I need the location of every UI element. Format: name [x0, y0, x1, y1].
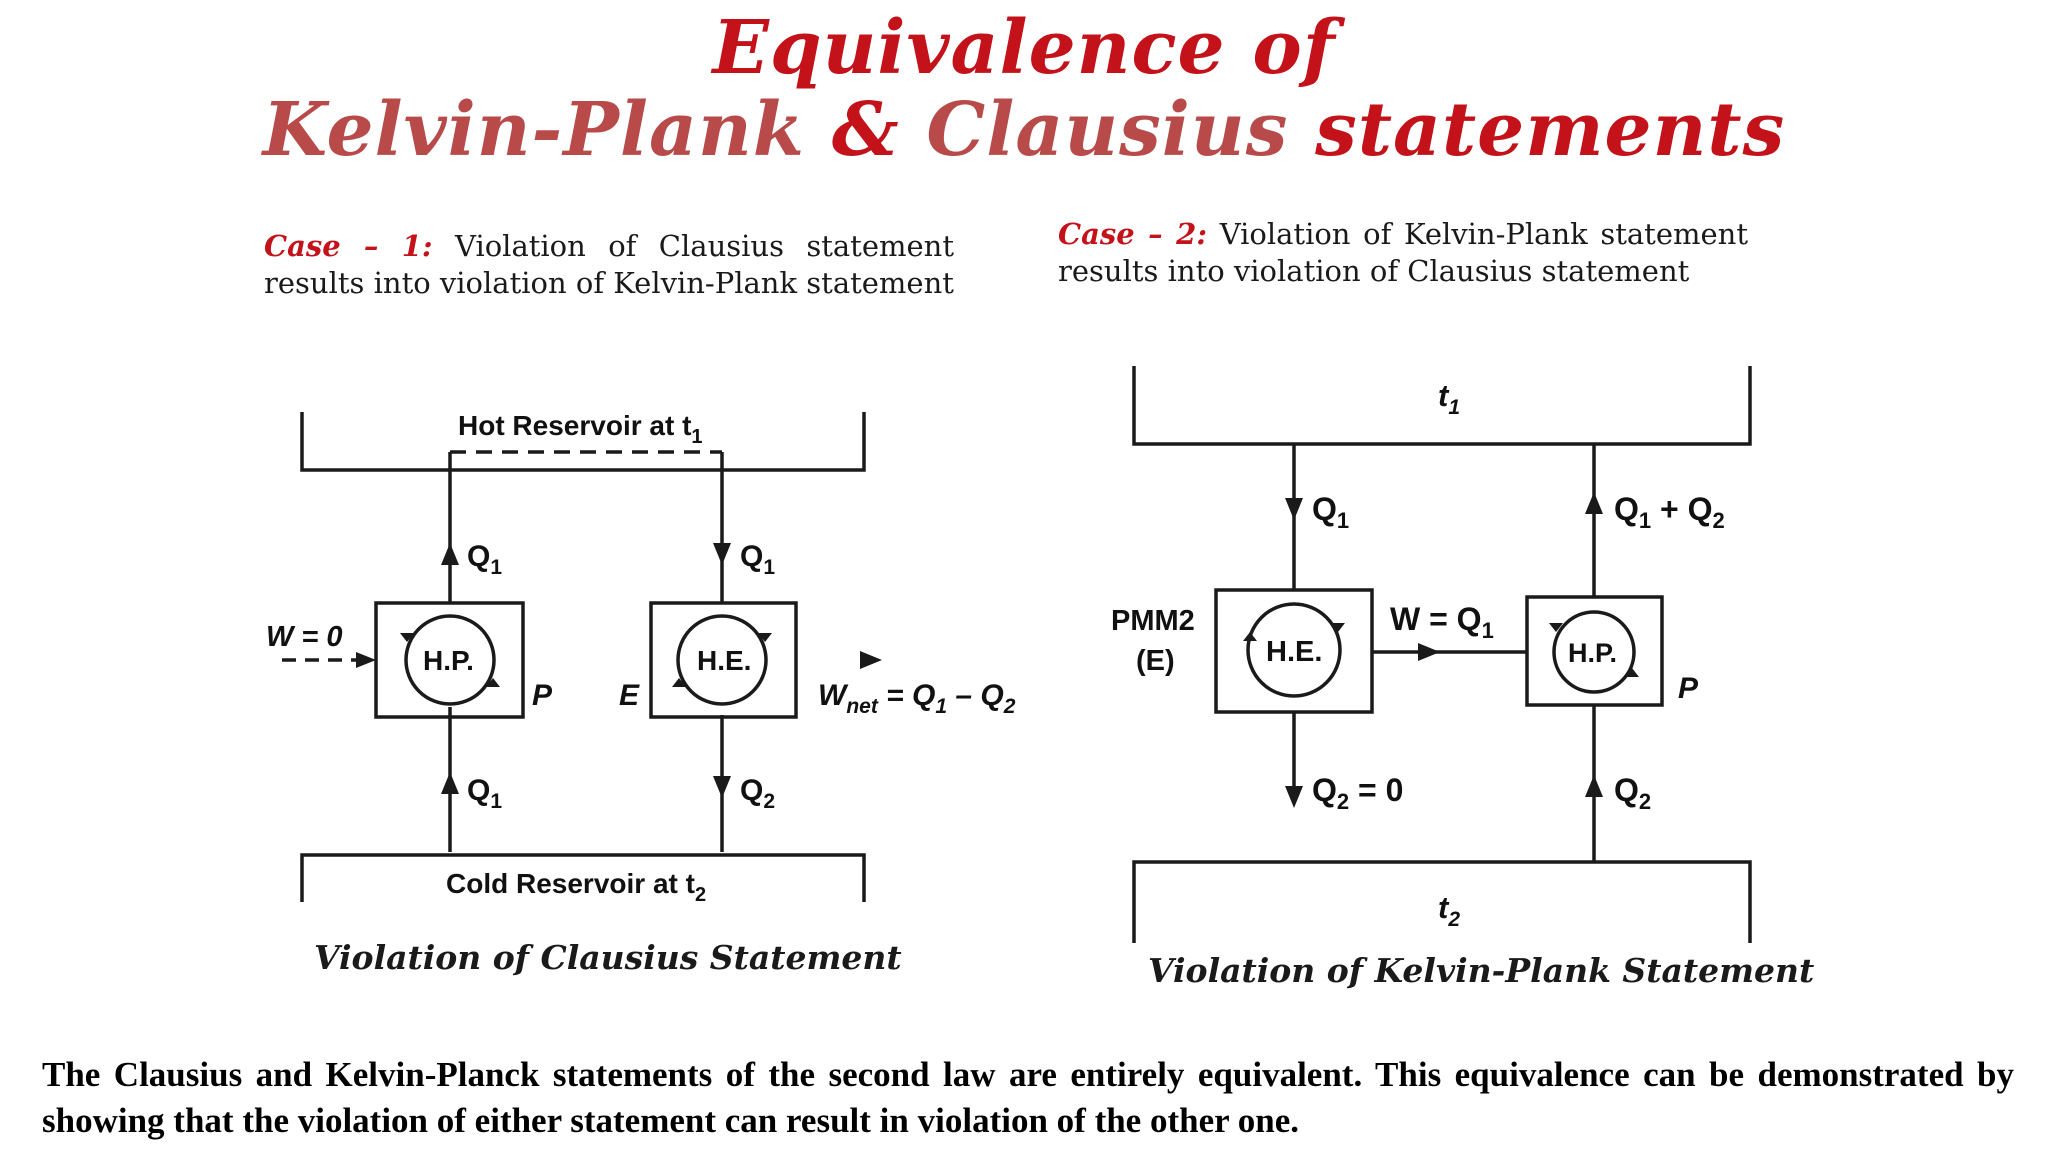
diagrams: Hot Reservoir at t1 Cold Reservoir at t2… [266, 366, 1814, 990]
work-input-label: W = 0 [266, 621, 343, 653]
t2-label: t2 [1438, 890, 1460, 931]
title-ampersand: & [831, 87, 900, 173]
hp-q1-plus-q2-label: Q1 + Q2 [1614, 491, 1725, 533]
diagram-kelvin-plank-violation [1132, 366, 1752, 943]
diagram-2-arrowheads [1243, 492, 1639, 808]
diagram-2-caption: Violation of Kelvin-Plank Statement [1148, 951, 1814, 990]
hp-2-p-label: P [1678, 672, 1699, 705]
he-q2-zero-label: Q2 = 0 [1312, 772, 1403, 814]
t2-reservoir [1132, 860, 1752, 943]
he-q2-label: Q2 [740, 774, 775, 813]
hot-reservoir-label: Hot Reservoir at t1 [458, 410, 703, 448]
heat-engine-label: H.E. [697, 645, 751, 676]
t1-label: t1 [1438, 378, 1460, 419]
case-1-text: Violation of Clausius statement results … [264, 229, 954, 300]
work-equals-q1-label: W = Q1 [1390, 601, 1494, 643]
hp-q1-bottom-label: Q1 [467, 774, 502, 813]
case-2-description: Case – 2: Violation of Kelvin-Plank stat… [1058, 216, 1748, 290]
heat-pump-2-cycle-icon [1552, 610, 1636, 694]
title-kelvin-plank: Kelvin-Plank [262, 87, 806, 173]
pmm2-cycle-icon [1246, 602, 1342, 698]
hp-2-label: H.P. [1568, 638, 1617, 668]
pmm2-e-label: (E) [1136, 645, 1175, 677]
hp-q2-label: Q2 [1614, 772, 1651, 814]
case-1-description: Case – 1: Violation of Clausius statemen… [264, 228, 954, 302]
title-line-1: Equivalence of [712, 5, 1336, 91]
heat-pump-cycle-icon [404, 614, 496, 706]
diagram-1-caption: Violation of Clausius Statement [314, 938, 902, 977]
diagram-clausius-violation [282, 412, 866, 902]
title-line-2: Kelvin-Plank & Clausius statements [0, 88, 2048, 172]
he-q1-label: Q1 [1312, 491, 1349, 533]
hp-q1-top-label: Q1 [467, 540, 502, 579]
cold-reservoir [300, 853, 866, 902]
case-2-label: Case – 2: [1058, 217, 1208, 251]
heat-pump-label: H.P. [423, 645, 474, 676]
pump-p-label: P [532, 679, 553, 712]
diagram-1-arrowheads [356, 543, 882, 798]
title-clausius: Clausius [926, 87, 1289, 173]
pmm2-label: PMM2 [1111, 605, 1195, 637]
net-work-label: Wnet = Q1 – Q2 [818, 679, 1016, 718]
engine-e-label: E [619, 679, 640, 712]
pmm2-he-label: H.E. [1266, 636, 1322, 668]
footer-explanation: The Clausius and Kelvin-Planck statement… [42, 1055, 2014, 1140]
heat-engine-cycle-icon [676, 614, 768, 706]
hot-reservoir [300, 412, 866, 472]
cold-reservoir-label: Cold Reservoir at t2 [446, 868, 706, 906]
t1-reservoir [1132, 366, 1752, 446]
case-1-label: Case – 1: [264, 229, 433, 263]
case-2-text: Violation of Kelvin-Plank statement resu… [1058, 217, 1748, 288]
he-q1-top-label: Q1 [740, 540, 775, 579]
title-statements: statements [1315, 87, 1786, 173]
heat-engine-box [649, 601, 798, 719]
